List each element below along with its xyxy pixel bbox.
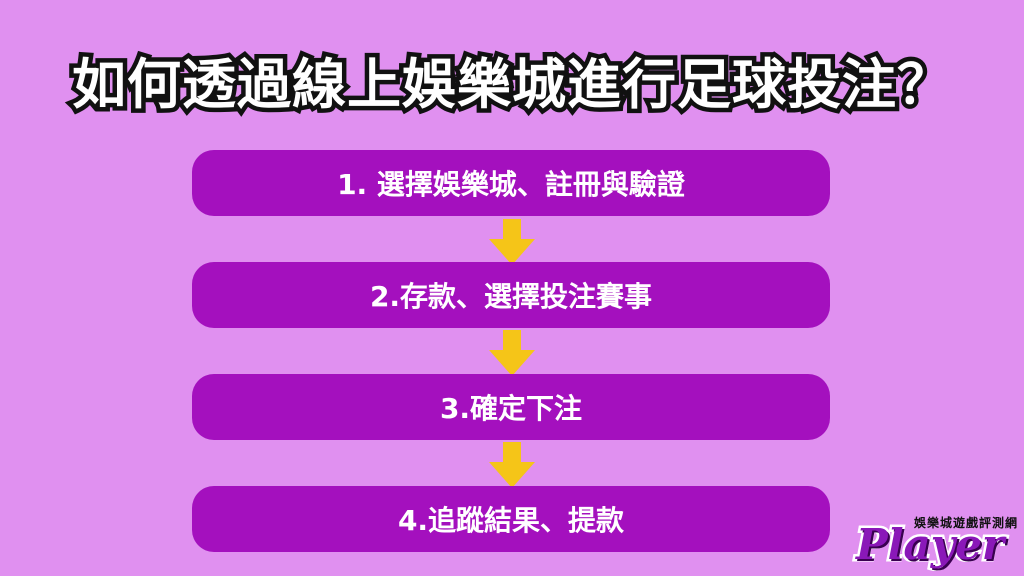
- arrow-down-icon: [489, 442, 535, 488]
- step-4-box: 4.追蹤結果、提款: [192, 486, 830, 552]
- logo-tagline: 娛樂城遊戲評測網: [913, 516, 1018, 530]
- step-1-label: 1. 選擇娛樂城、註冊與驗證: [337, 168, 685, 201]
- arrow-down-icon: [489, 219, 535, 265]
- step-2-box: 2.存款、選擇投注賽事: [192, 262, 830, 328]
- step-4-label: 4.追蹤結果、提款: [397, 504, 625, 537]
- player-logo: 娛樂城遊戲評測網 Player: [852, 514, 1024, 576]
- step-2-label: 2.存款、選擇投注賽事: [369, 280, 653, 313]
- step-3-label: 3.確定下注: [439, 392, 583, 425]
- step-3-box: 3.確定下注: [192, 374, 830, 440]
- logo-wordmark: Player: [853, 520, 1006, 569]
- step-1-box: 1. 選擇娛樂城、註冊與驗證: [192, 150, 830, 216]
- page-title: 如何透過線上娛樂城進行足球投注？: [68, 53, 956, 116]
- arrow-down-icon: [489, 330, 535, 376]
